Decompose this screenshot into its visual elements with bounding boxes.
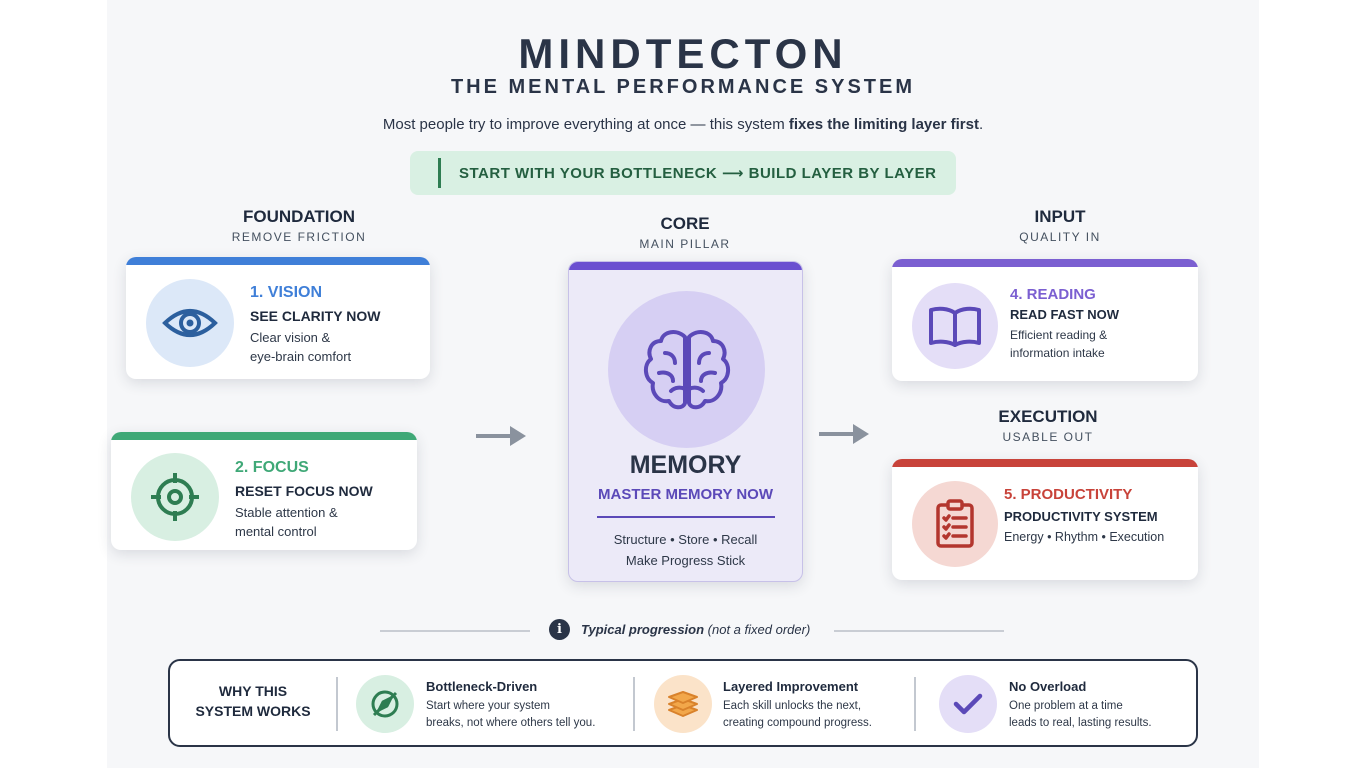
memory-subtitle: MASTER MEMORY NOW xyxy=(598,486,773,503)
why-divider xyxy=(336,677,338,731)
memory-desc-line2: Make Progress Stick xyxy=(625,553,746,568)
page-title: MINDTECTON xyxy=(518,30,848,77)
focus-desc-line1: Stable attention & xyxy=(235,505,338,520)
info-icon: i xyxy=(549,619,570,640)
why-item-title: Bottleneck-Driven xyxy=(426,679,538,694)
tagline-prefix: Most people try to improve everything at… xyxy=(382,116,789,133)
book-icon xyxy=(912,283,998,369)
focus-title: RESET FOCUS NOW xyxy=(235,483,373,499)
reading-desc-line2: information intake xyxy=(1010,346,1105,360)
vision-card-accent xyxy=(126,257,430,265)
vision-desc-line1: Clear vision & xyxy=(250,330,331,345)
why-label-line1: WHY THIS xyxy=(218,683,288,699)
why-divider xyxy=(633,677,635,731)
productivity-number-label: 5. PRODUCTIVITY xyxy=(1004,486,1133,503)
why-system-works-panel: WHY THIS SYSTEM WORKS Bottleneck-Driven … xyxy=(168,659,1198,747)
note-rest: (not a fixed order) xyxy=(704,622,811,637)
memory-core-card[interactable]: MEMORY MASTER MEMORY NOW Structure • Sto… xyxy=(568,261,803,582)
reading-title: READ FAST NOW xyxy=(1010,307,1120,322)
productivity-desc-line1: Energy • Rhythm • Execution xyxy=(1004,530,1165,544)
why-item-desc-line1: Each skill unlocks the next, xyxy=(723,700,862,712)
vision-number-label: 1. VISION xyxy=(250,284,323,301)
reading-card[interactable]: 4. READING READ FAST NOW Efficient readi… xyxy=(892,259,1198,381)
focus-card-accent xyxy=(111,432,417,440)
focus-card[interactable]: 2. FOCUS RESET FOCUS NOW Stable attentio… xyxy=(111,432,417,550)
banner-accent-bar xyxy=(438,158,441,188)
vision-card[interactable]: 1. VISION SEE CLARITY NOW Clear vision &… xyxy=(126,257,430,379)
progression-note: i Typical progression (not a fixed order… xyxy=(0,619,1366,641)
tagline-suffix: . xyxy=(978,116,984,133)
check-icon xyxy=(939,675,997,733)
note-divider-left xyxy=(380,630,530,632)
note-text: Typical progression (not a fixed order) xyxy=(581,622,810,637)
tagline: Most people try to improve everything at… xyxy=(0,116,1366,133)
bottleneck-banner: START WITH YOUR BOTTLENECK ⟶ BUILD LAYER… xyxy=(410,151,956,195)
why-item-desc-line2: leads to real, lasting results. xyxy=(1009,717,1152,729)
execution-heading: EXECUTION xyxy=(998,407,1098,426)
why-item-desc-line2: breaks, not where others tell you. xyxy=(426,717,596,729)
note-divider-right xyxy=(834,630,1004,632)
core-subheading: MAIN PILLAR xyxy=(639,237,731,251)
page-subtitle: THE MENTAL PERFORMANCE SYSTEM xyxy=(450,76,916,98)
focus-desc-line2: mental control xyxy=(235,524,317,539)
reading-card-accent xyxy=(892,259,1198,267)
reading-number-label: 4. READING xyxy=(1010,286,1096,303)
memory-desc-line1: Structure • Store • Recall xyxy=(613,532,758,547)
why-item-desc-line1: One problem at a time xyxy=(1009,700,1123,712)
focus-number-label: 2. FOCUS xyxy=(235,459,309,476)
foundation-subheading: REMOVE FRICTION xyxy=(231,230,367,244)
core-heading: CORE xyxy=(660,214,710,233)
vision-title: SEE CLARITY NOW xyxy=(250,308,381,324)
why-item-desc-line2: creating compound progress. xyxy=(723,717,872,729)
foundation-heading: FOUNDATION xyxy=(242,207,356,226)
banner-text: START WITH YOUR BOTTLENECK ⟶ BUILD LAYER… xyxy=(459,165,937,182)
brain-icon xyxy=(608,291,765,448)
productivity-title: PRODUCTIVITY SYSTEM xyxy=(1004,509,1158,524)
why-label: WHY THIS SYSTEM WORKS xyxy=(188,681,318,721)
why-item-title: Layered Improvement xyxy=(723,679,859,694)
productivity-card[interactable]: 5. PRODUCTIVITY PRODUCTIVITY SYSTEM Ener… xyxy=(892,459,1198,580)
why-divider xyxy=(914,677,916,731)
execution-subheading: USABLE OUT xyxy=(1002,430,1094,444)
eye-icon xyxy=(146,279,234,367)
layers-icon xyxy=(654,675,712,733)
reading-desc-line1: Efficient reading & xyxy=(1010,328,1108,342)
arrow-right-icon xyxy=(819,424,869,444)
memory-divider xyxy=(597,516,775,518)
input-subheading: QUALITY IN xyxy=(1019,230,1101,244)
memory-title: MEMORY xyxy=(629,451,742,479)
input-heading: INPUT xyxy=(1034,207,1086,226)
target-icon xyxy=(131,453,219,541)
arrow-right-icon xyxy=(476,426,526,446)
compass-icon xyxy=(356,675,414,733)
why-item-desc-line1: Start where your system xyxy=(426,700,550,712)
tagline-bold: fixes the limiting layer first xyxy=(788,116,979,133)
vision-desc-line2: eye-brain comfort xyxy=(250,349,352,364)
productivity-card-accent xyxy=(892,459,1198,467)
note-bold: Typical progression xyxy=(581,622,705,637)
clipboard-icon xyxy=(912,481,998,567)
why-item-title: No Overload xyxy=(1009,679,1087,694)
memory-card-accent xyxy=(569,262,802,270)
why-label-line2: SYSTEM WORKS xyxy=(195,703,311,719)
